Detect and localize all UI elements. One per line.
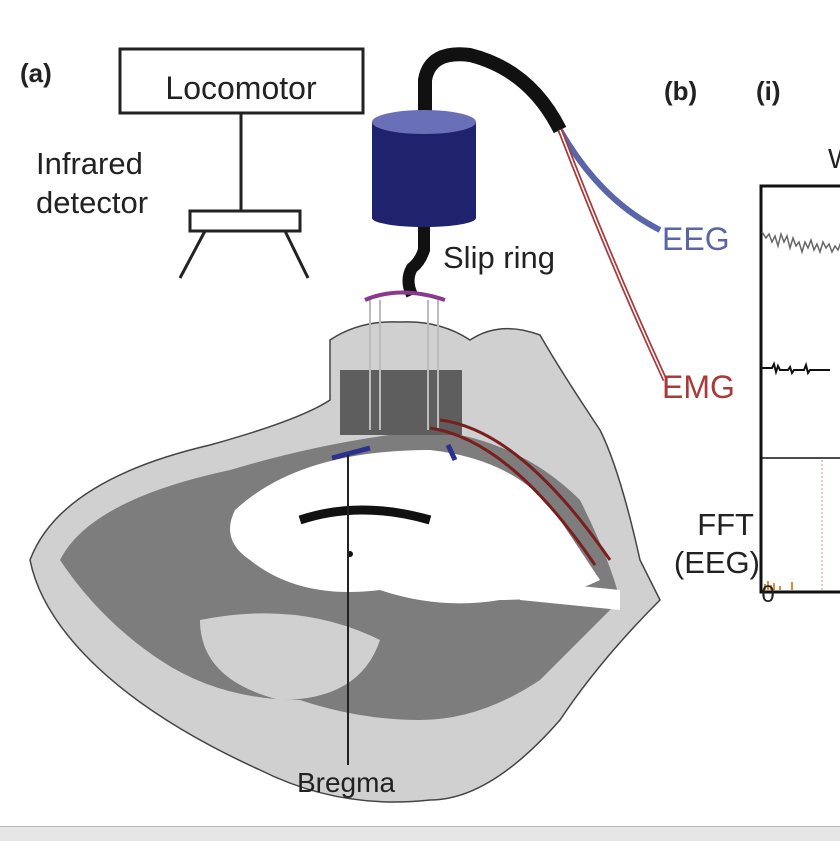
eeg-label: EEG [662, 221, 730, 257]
emg-trace [762, 361, 830, 376]
emg-electrode-2 [429, 426, 597, 566]
infrared-label-1: Infrared [36, 146, 143, 181]
cable-bottom [402, 227, 430, 298]
x-tick-0: 0 [761, 581, 774, 608]
panel-b-label: (b) [664, 76, 697, 106]
eeg-emg-plot [759, 184, 840, 594]
infrared-detector [178, 209, 310, 279]
bregma-label: Bregma [297, 767, 395, 798]
panel-b-sublabel: (i) [756, 76, 781, 106]
fft-label-1: FFT [697, 507, 754, 542]
brain-section [29, 321, 661, 803]
locomotor-box: Locomotor [118, 47, 365, 115]
locomotor-label: Locomotor [165, 70, 317, 106]
infrared-label-2: detector [36, 185, 148, 220]
emg-electrode-1 [439, 418, 612, 561]
panel-a-label: (a) [20, 58, 52, 88]
emg-wire [557, 129, 668, 382]
fft-label-2: (EEG) [674, 545, 760, 580]
emg-label: EMG [662, 369, 735, 405]
electrode-header [364, 290, 446, 302]
plot-title-partial: W [828, 143, 840, 174]
bottom-edge [0, 826, 840, 841]
eeg-trace [761, 231, 840, 255]
eeg-screws [331, 443, 458, 462]
fft-bars [764, 581, 793, 590]
electrode-posts [369, 300, 439, 430]
eeg-wire [557, 128, 662, 233]
slip-ring-label: Slip ring [443, 240, 555, 275]
cable-top [418, 47, 567, 134]
slip-ring [372, 110, 476, 227]
